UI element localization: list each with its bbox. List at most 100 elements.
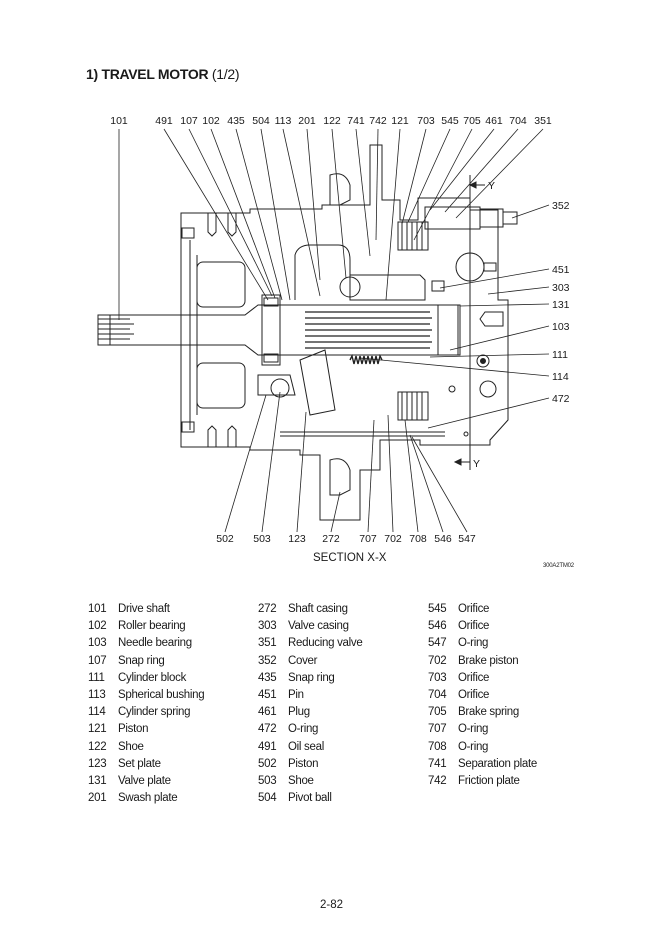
port-circle	[476, 354, 490, 368]
part-name: Snap ring	[288, 671, 335, 684]
part-name: O-ring	[288, 723, 319, 736]
part-name: Cylinder spring	[118, 706, 191, 719]
section-marker-top: Y	[488, 180, 495, 192]
leader-435	[235, 128, 283, 301]
part-number: 707	[428, 723, 447, 736]
part-number: 703	[428, 671, 447, 684]
small-port	[448, 385, 456, 393]
part-name: Piston	[118, 723, 149, 736]
part-row: 707 O-ring	[428, 721, 537, 738]
leader-502	[224, 394, 267, 533]
part-number: 113	[88, 689, 106, 702]
part-number: 472	[258, 723, 277, 736]
part-row: 545 Orifice	[428, 601, 537, 618]
section-arrowhead-top	[468, 181, 477, 189]
part-name: Cover	[288, 654, 318, 667]
part-name: Needle bearing	[118, 637, 192, 650]
part-name: Friction plate	[458, 775, 520, 788]
section-caption: SECTION X-X	[313, 552, 387, 564]
plug-bottom	[181, 421, 195, 433]
callout-102: 102	[202, 115, 220, 127]
bolt-hole	[207, 425, 217, 447]
leader-103	[449, 325, 550, 351]
callout-547: 547	[458, 533, 476, 545]
swash-plate	[294, 244, 351, 300]
brake-plates-bottom	[397, 391, 429, 421]
part-name: O-ring	[458, 637, 489, 650]
part-number: 705	[428, 706, 447, 719]
upper-boss	[329, 173, 351, 206]
leader-545	[407, 128, 451, 223]
part-number: 546	[428, 620, 447, 633]
cylinder-block-splines	[305, 311, 432, 349]
callout-451: 451	[552, 264, 570, 276]
leader-lines	[118, 128, 550, 533]
part-name: Pivot ball	[288, 792, 332, 805]
callout-503: 503	[253, 533, 271, 545]
part-number: 503	[258, 775, 277, 788]
bolt-hole	[207, 213, 217, 237]
flange-cavity-top	[196, 261, 246, 308]
bolt-hole	[227, 213, 237, 237]
part-number: 131	[88, 775, 107, 788]
part-name: O-ring	[458, 740, 489, 753]
roller-bottom	[263, 353, 279, 363]
leader-107	[188, 128, 273, 297]
leader-272	[330, 491, 341, 533]
callout-742: 742	[369, 115, 387, 127]
callout-435: 435	[227, 115, 245, 127]
part-row: 504 Pivot ball	[258, 790, 362, 807]
callout-111: 111	[552, 349, 568, 361]
part-row: 114 Cylinder spring	[88, 704, 204, 721]
part-number: 121	[88, 723, 107, 736]
cylinder-spring	[349, 353, 383, 365]
page-title: 1) TRAVEL MOTOR (1/2)	[86, 66, 239, 82]
part-number: 461	[258, 706, 277, 719]
callout-705: 705	[463, 115, 481, 127]
orifice-pin	[431, 280, 445, 292]
part-number: 272	[258, 603, 277, 615]
leader-705	[413, 128, 473, 241]
leader-742	[375, 128, 379, 241]
callout-272: 272	[322, 533, 340, 545]
shoe-ball	[339, 276, 361, 298]
part-name: O-ring	[458, 723, 489, 736]
part-name: Roller bearing	[118, 620, 186, 633]
part-name: Brake piston	[458, 654, 519, 667]
part-number: 351	[258, 637, 277, 650]
callout-101: 101	[110, 115, 128, 127]
drawing-code: 300A2TM02	[543, 563, 574, 569]
callout-122: 122	[323, 115, 341, 127]
valve-plug	[479, 311, 504, 327]
section-arrowhead-bottom	[453, 458, 462, 466]
part-name: Valve casing	[288, 620, 349, 633]
cover-cap	[502, 211, 518, 225]
part-name: Shoe	[118, 740, 144, 753]
callout-352: 352	[552, 200, 570, 212]
part-number: 435	[258, 671, 277, 684]
leader-201	[306, 128, 321, 281]
part-name: Orifice	[458, 603, 490, 615]
callout-123: 123	[288, 533, 306, 545]
part-number: 504	[258, 792, 277, 805]
shaft-casing-outline	[180, 144, 509, 521]
callout-114: 114	[552, 371, 569, 383]
part-number: 545	[428, 603, 447, 615]
lower-boss	[329, 458, 351, 496]
pivot-piston	[257, 374, 296, 396]
part-name: Drive shaft	[118, 603, 170, 615]
part-number: 102	[88, 620, 107, 633]
part-number: 114	[88, 706, 106, 719]
part-number: 702	[428, 654, 447, 667]
